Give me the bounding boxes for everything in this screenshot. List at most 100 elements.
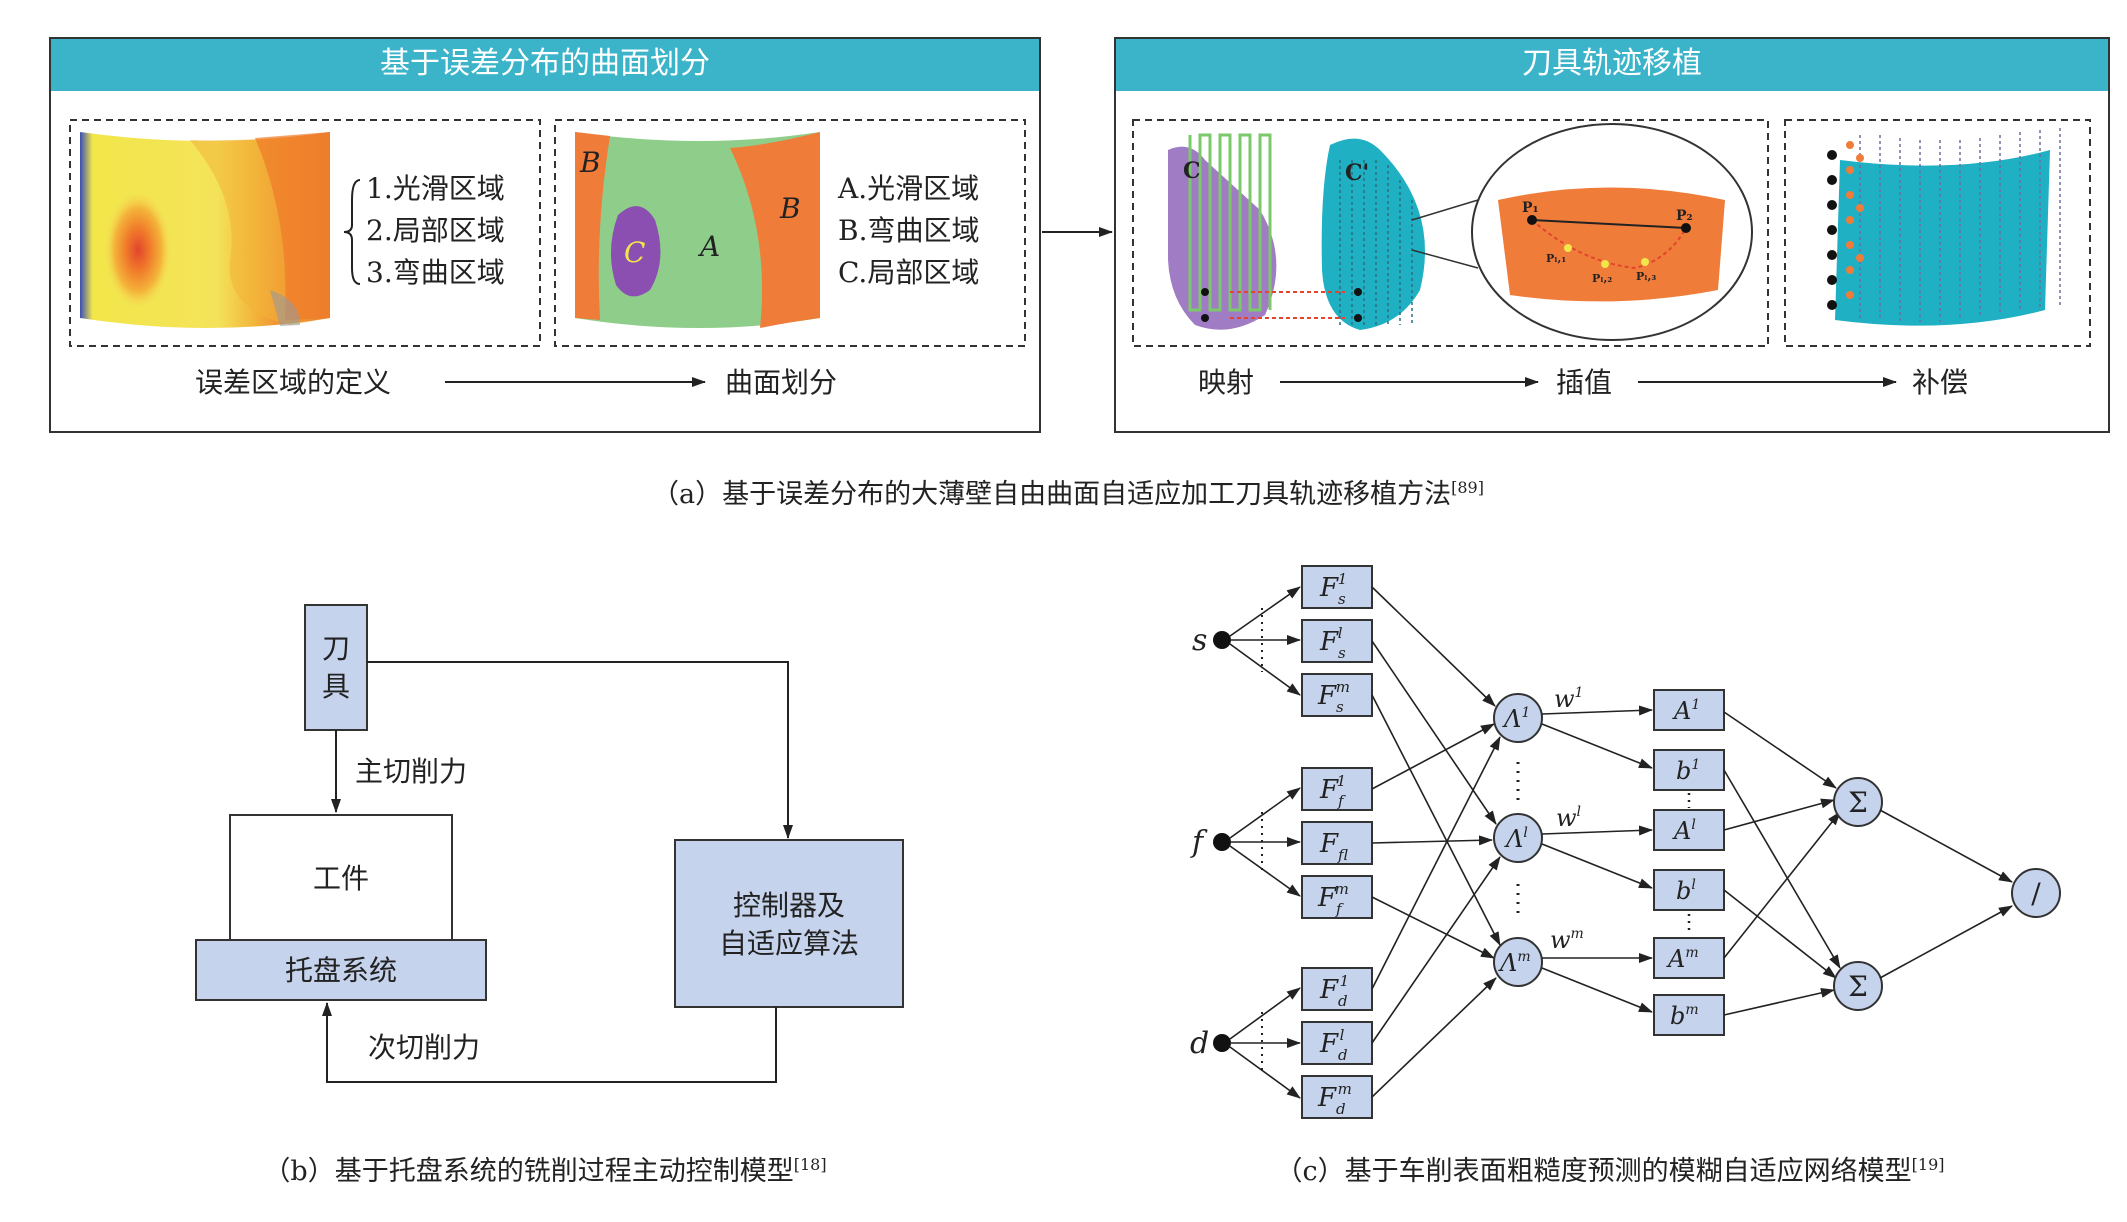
panel-a-left-title: 基于误差分布的曲面划分 — [380, 46, 710, 81]
mapping-label-c-prime: C' — [1345, 160, 1369, 186]
tool-label-2: 具 — [322, 670, 350, 703]
caption-c-ref: [19] — [1912, 1155, 1945, 1174]
tool-box — [304, 604, 368, 731]
region-list-3: 3.弯曲区域 — [366, 256, 505, 289]
consequent-a1 — [1653, 689, 1725, 731]
input-label-f: f — [1190, 825, 1208, 860]
tool-to-controller-arrow — [367, 661, 793, 839]
membership-to-rule-links — [1371, 586, 1501, 1098]
caption-a: （a）基于误差分布的大薄壁自由曲面自适应加工刀具轨迹移植方法[89] — [652, 478, 1484, 510]
svg-text:w1: w1 — [1554, 685, 1583, 713]
main-force-label: 主切削力 — [355, 755, 467, 788]
step-partition: 曲面划分 — [725, 366, 837, 399]
caption-b-text: （b）基于托盘系统的铣削过程主动控制模型 — [263, 1156, 793, 1187]
region-list-2: 2.局部区域 — [366, 214, 505, 247]
rule-layer: Λ1 Λl Λm w1 wl wm — [1493, 685, 1584, 987]
rule-to-consequent-links — [1541, 705, 1653, 1013]
membership-layer: Fs1 Fsl Fsm Ff1 Ffl Ffm Fd1 Fdl Fdm — [1301, 565, 1373, 1119]
partition-list-a: A.光滑区域 — [837, 172, 979, 205]
interp-point-p1: P₁ — [1522, 200, 1539, 216]
mapping-label-c: C — [1183, 158, 1201, 184]
secondary-force-label: 次切削力 — [368, 1031, 480, 1064]
caption-c-text: （c）基于车削表面粗糙度预测的模糊自适应网络模型 — [1276, 1156, 1912, 1187]
sum-symbol-2: Σ — [1848, 970, 1868, 1003]
step-error-definition: 误差区域的定义 — [195, 366, 391, 399]
input-to-membership-links — [1229, 586, 1301, 1099]
sum-symbol-1: Σ — [1848, 786, 1868, 819]
input-node-d — [1213, 1034, 1231, 1052]
svg-text:bl: bl — [1676, 877, 1696, 905]
partition-frame — [554, 119, 1026, 347]
partition-label-a: A — [697, 230, 720, 263]
controller-box — [674, 839, 904, 1008]
svg-text:wm: wm — [1550, 926, 1584, 954]
caption-a-ref: [89] — [1451, 478, 1484, 497]
panel-a-right-header — [1116, 39, 2108, 91]
partition-list-b: B.弯曲区域 — [838, 214, 979, 247]
step-compensation: 补偿 — [1912, 366, 1968, 399]
tool-label-1: 刀 — [322, 632, 350, 665]
caption-a-text: （a）基于误差分布的大薄壁自由曲面自适应加工刀具轨迹移植方法 — [652, 479, 1451, 510]
partition-label-b2: B — [779, 192, 801, 225]
input-label-d: d — [1190, 1026, 1209, 1061]
mapping-frame — [1132, 119, 1769, 347]
sum-node-numerator — [1833, 777, 1883, 827]
workpiece-label: 工件 — [313, 862, 369, 895]
svg-text:Al: Al — [1672, 817, 1696, 845]
membership-fdm — [1301, 1075, 1373, 1119]
panel-b: 刀 具 主切削力 工件 托盘系统 控制器及 自适应算法 次切削力 （b）基于托盘… — [195, 604, 904, 1187]
sum-node-denominator — [1833, 961, 1883, 1011]
partition-label-b1: B — [579, 146, 601, 179]
region-brace — [343, 179, 361, 285]
panel-a-left-header — [51, 39, 1039, 91]
controller-label-1: 控制器及 — [733, 889, 845, 922]
consequent-am — [1653, 937, 1725, 979]
error-definition-frame — [69, 119, 541, 347]
interp-point-pl2: Pₗ,₂ — [1592, 272, 1612, 285]
svg-text:b1: b1 — [1676, 757, 1700, 785]
consequent-to-sum-links — [1723, 711, 1841, 1016]
rule-node-1 — [1493, 693, 1543, 743]
interp-point-p2: P₂ — [1676, 208, 1693, 224]
caption-b-ref: [18] — [794, 1155, 827, 1174]
division-node — [2011, 868, 2061, 918]
svg-text:Λm: Λm — [1498, 949, 1531, 977]
workpiece-box — [229, 814, 453, 941]
caption-c: （c）基于车削表面粗糙度预测的模糊自适应网络模型[19] — [1276, 1155, 1945, 1187]
input-node-s — [1213, 631, 1231, 649]
membership-ff1 — [1301, 767, 1373, 811]
partition-surface-image — [575, 132, 820, 328]
partition-list-c: C.局部区域 — [838, 256, 979, 289]
partition-label-c: C — [624, 236, 645, 269]
sum-to-division-link-1 — [1879, 809, 2013, 883]
consequent-bl — [1653, 869, 1725, 911]
compensation-frame — [1784, 119, 2091, 347]
consequent-b1 — [1653, 749, 1725, 791]
division-symbol: / — [2031, 877, 2041, 910]
pallet-label: 托盘系统 — [285, 954, 397, 987]
membership-fs1 — [1301, 565, 1373, 609]
input-label-s: s — [1192, 623, 1207, 658]
controller-to-pallet-arrow — [322, 1002, 777, 1083]
membership-ffm — [1301, 875, 1373, 919]
error-surface-image — [80, 132, 330, 328]
svg-text:wl: wl — [1556, 804, 1581, 832]
step-mapping: 映射 — [1198, 366, 1254, 399]
rule-node-m — [1493, 937, 1543, 987]
panel-a-right-title: 刀具轨迹移植 — [1522, 46, 1702, 81]
sum-to-division-link-2 — [1879, 905, 2013, 979]
step-interpolation: 插值 — [1556, 366, 1612, 399]
consequent-layer: A1 b1 Al bl Am bm — [1653, 689, 1725, 1036]
compensation-image — [1827, 128, 2061, 326]
membership-fd1 — [1301, 967, 1373, 1011]
interp-point-pl1: Pₗ,₁ — [1546, 252, 1566, 265]
panel-a: 基于误差分布的曲面划分 刀具轨迹移植 1.光滑区域 2.局部区域 3.弯曲区域 — [49, 37, 2110, 510]
interp-point-pl3: Pₗ,₃ — [1636, 270, 1656, 283]
panel-c: s f d — [1190, 565, 2061, 1187]
rule-node-l — [1493, 813, 1543, 863]
pallet-box — [195, 939, 487, 1001]
controller-label-2: 自适应算法 — [719, 927, 859, 960]
mapping-image — [1168, 123, 1753, 341]
input-node-f — [1213, 833, 1231, 851]
